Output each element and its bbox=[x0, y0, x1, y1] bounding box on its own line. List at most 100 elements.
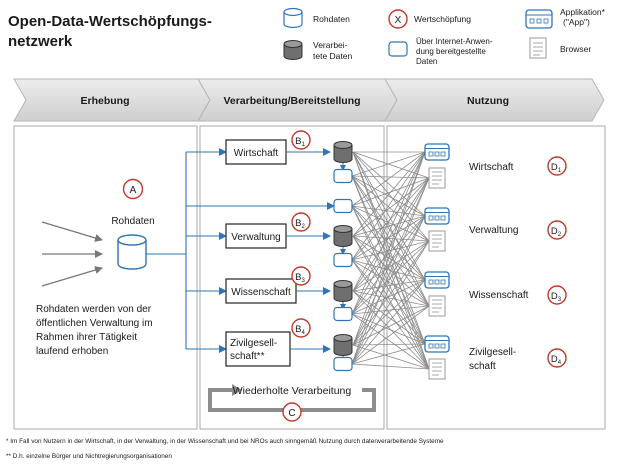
marker-d1-letter: D bbox=[551, 162, 558, 173]
mesh-link bbox=[352, 151, 430, 307]
provisioned-data-icon bbox=[333, 198, 353, 214]
marker-b2-letter: B bbox=[295, 218, 301, 229]
incoming-arrows bbox=[41, 221, 103, 287]
legend-browser-label: Browser bbox=[560, 44, 591, 54]
processing-label-wissenschaft: Wissenschaft bbox=[231, 287, 291, 298]
mesh-link bbox=[352, 151, 430, 370]
legend-processed-cylinder-icon bbox=[283, 40, 303, 60]
legend-value-creation-symbol: X bbox=[395, 15, 402, 26]
marker-c bbox=[282, 402, 302, 422]
mesh-link bbox=[351, 279, 426, 365]
mesh-link bbox=[351, 175, 426, 217]
raw-desc-line-2: öffentlichen Verwaltung im bbox=[36, 318, 153, 329]
marker-c-label: C bbox=[288, 408, 295, 419]
marker-d1 bbox=[547, 156, 567, 176]
marker-d4 bbox=[547, 348, 567, 368]
marker-b3 bbox=[291, 266, 311, 286]
provisioned-data-icon bbox=[333, 306, 353, 322]
marker-b3-sub: 3 bbox=[302, 278, 306, 284]
legend-internet-label-2: dung bereitgestellte bbox=[416, 47, 486, 56]
processing-box-verwaltung: Verwaltung B2 bbox=[225, 212, 331, 249]
legend-raw-data-label: Rohdaten bbox=[313, 14, 350, 24]
mesh-link bbox=[352, 235, 430, 242]
svg-text:B3: B3 bbox=[295, 272, 305, 284]
app-icon bbox=[424, 143, 450, 161]
mesh-link bbox=[351, 215, 426, 365]
processing-label-zivil-2: schaft** bbox=[230, 351, 265, 362]
legend-internet-label-3: Daten bbox=[416, 57, 437, 66]
mesh-link bbox=[352, 235, 426, 281]
legend-browser-icon bbox=[529, 37, 547, 59]
processing-label-verwaltung: Verwaltung bbox=[231, 232, 280, 243]
raw-desc-line-4: laufend erhoben bbox=[36, 346, 108, 357]
mesh-link bbox=[351, 205, 430, 307]
panel-erhebung bbox=[13, 125, 198, 430]
raw-desc-line-1: Rohdaten werden von der bbox=[36, 304, 152, 315]
mesh-link bbox=[351, 151, 426, 261]
marker-d2-letter: D bbox=[551, 226, 558, 237]
processing-label-wirtschaft: Wirtschaft bbox=[234, 148, 279, 159]
svg-text:B1: B1 bbox=[295, 136, 305, 148]
svg-text:D2: D2 bbox=[551, 226, 562, 238]
marker-d3-sub: 3 bbox=[558, 297, 562, 303]
provisioned-data-icon bbox=[333, 252, 353, 268]
mesh-link bbox=[351, 177, 430, 261]
mesh-link bbox=[352, 344, 430, 370]
processed-data-cylinder-icon bbox=[333, 225, 353, 247]
usage-label-wirtschaft: Wirtschaft bbox=[469, 162, 514, 173]
network-mesh bbox=[351, 151, 430, 370]
footnote-1: * Im Fall von Nutzern in der Wirtschaft,… bbox=[6, 438, 444, 445]
marker-b3-letter: B bbox=[295, 272, 301, 283]
processed-data-column bbox=[333, 141, 353, 372]
processing-label-zivil-1: Zivilgesell- bbox=[230, 338, 277, 349]
legend: Rohdaten Verarbei- tete Daten X Wertschö… bbox=[283, 7, 606, 66]
browser-icon bbox=[428, 230, 446, 252]
browser-icon bbox=[428, 358, 446, 380]
repeated-processing-label: Wiederholte Verarbeitung bbox=[233, 385, 352, 397]
mesh-link bbox=[351, 305, 430, 315]
mesh-link bbox=[351, 205, 426, 281]
browser-icon bbox=[428, 167, 446, 189]
mesh-link bbox=[351, 313, 430, 370]
app-icon bbox=[424, 271, 450, 289]
mesh-link bbox=[351, 175, 430, 370]
mesh-link bbox=[351, 240, 430, 365]
marker-b4-letter: B bbox=[295, 324, 301, 335]
processed-data-cylinder-icon bbox=[333, 280, 353, 302]
phase-chevron-nutzung bbox=[384, 78, 605, 122]
legend-value-creation-icon bbox=[388, 9, 408, 29]
phase-band: Erhebung Verarbeitung/Bereitstellung Nut… bbox=[13, 78, 605, 122]
mesh-link bbox=[351, 177, 430, 207]
svg-text:D3: D3 bbox=[551, 291, 562, 303]
mesh-link bbox=[351, 151, 426, 207]
mesh-link bbox=[351, 215, 426, 315]
mesh-link bbox=[352, 177, 430, 292]
mesh-link bbox=[352, 305, 430, 346]
mesh-link bbox=[352, 235, 426, 345]
mesh-link bbox=[351, 151, 426, 177]
usage-labels: Wirtschaft Verwaltung Wissenschaft Zivil… bbox=[469, 156, 567, 372]
mesh-link bbox=[351, 175, 430, 242]
mesh-link bbox=[352, 240, 430, 346]
legend-value-creation-label: Wertschöpfung bbox=[414, 14, 471, 24]
raw-data-label: Rohdaten bbox=[111, 216, 154, 227]
usage-label-wissenschaft: Wissenschaft bbox=[469, 290, 529, 301]
phase-label-nutzung: Nutzung bbox=[467, 95, 509, 107]
marker-d1-sub: 1 bbox=[558, 168, 562, 174]
marker-b1-letter: B bbox=[295, 136, 301, 147]
mesh-link bbox=[352, 151, 430, 179]
mesh-link bbox=[351, 313, 426, 345]
mesh-link bbox=[351, 259, 426, 345]
svg-text:B2: B2 bbox=[295, 218, 305, 230]
mesh-link bbox=[351, 305, 430, 365]
marker-b2-sub: 2 bbox=[302, 224, 306, 230]
provisioned-data-icon bbox=[333, 356, 353, 372]
mesh-link bbox=[352, 235, 430, 370]
mesh-link bbox=[351, 205, 430, 242]
repeated-processing-loop: Wiederholte Verarbeitung C bbox=[208, 384, 376, 422]
mesh-link bbox=[351, 343, 426, 365]
phase-label-verarbeitung: Verarbeitung/Bereitstellung bbox=[223, 95, 360, 107]
processing-box-wissenschaft: Wissenschaft B3 bbox=[225, 266, 331, 304]
